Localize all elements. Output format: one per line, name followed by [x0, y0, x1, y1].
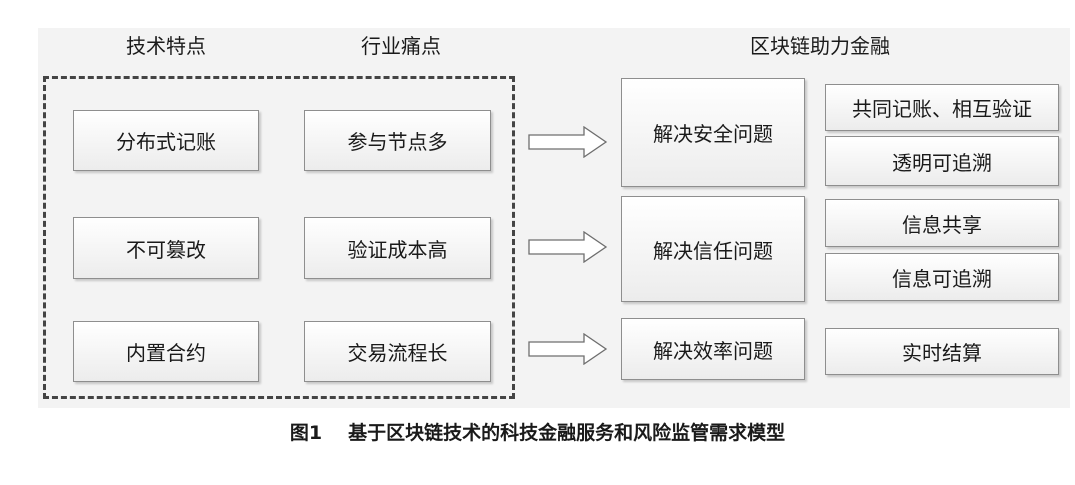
detail-box: 实时结算	[825, 328, 1059, 375]
figure-caption: 图1 基于区块链技术的科技金融服务和风险监管需求模型	[0, 418, 1075, 445]
detail-box: 透明可追溯	[825, 136, 1059, 186]
pain-point-box: 交易流程长	[304, 321, 491, 382]
dashed-group-frame	[43, 76, 515, 399]
figure-number: 图1	[289, 422, 323, 444]
tech-feature-box: 不可篡改	[73, 217, 259, 279]
right-arrow-icon	[528, 231, 608, 263]
header-pain-points: 行业痛点	[361, 34, 441, 58]
detail-box: 共同记账、相互验证	[825, 84, 1059, 131]
figure-title: 基于区块链技术的科技金融服务和风险监管需求模型	[348, 422, 786, 444]
header-blockchain-finance: 区块链助力金融	[750, 34, 890, 58]
pain-point-box: 验证成本高	[304, 217, 491, 279]
detail-box: 信息可追溯	[825, 253, 1059, 301]
right-arrow-icon	[528, 126, 608, 158]
right-arrow-icon	[528, 333, 608, 365]
header-tech-features: 技术特点	[126, 34, 206, 58]
solution-box-efficiency: 解决效率问题	[621, 318, 805, 380]
detail-box: 信息共享	[825, 199, 1059, 247]
solution-box-security: 解决安全问题	[621, 78, 805, 187]
tech-feature-box: 内置合约	[73, 321, 259, 382]
solution-box-trust: 解决信任问题	[621, 196, 805, 302]
pain-point-box: 参与节点多	[304, 110, 491, 171]
tech-feature-box: 分布式记账	[73, 110, 259, 171]
